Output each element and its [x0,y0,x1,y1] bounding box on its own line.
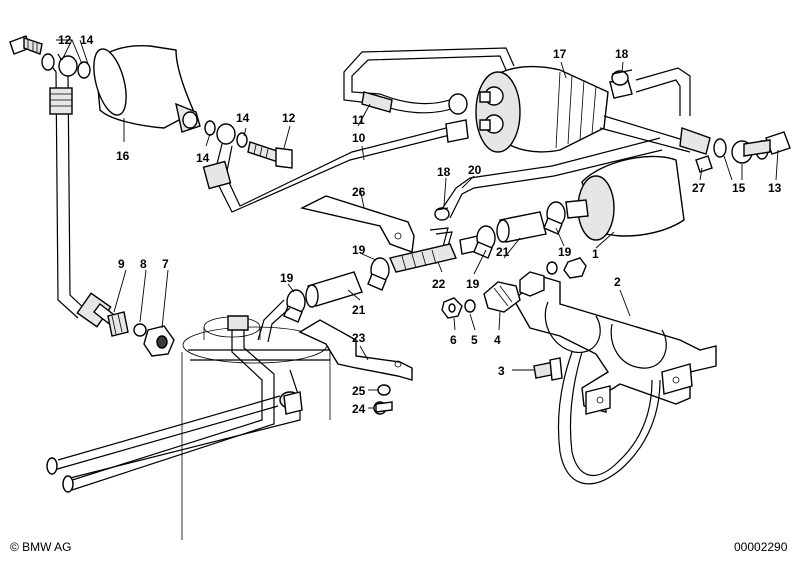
callout-15: 15 [732,181,746,195]
bracket-26 [299,195,415,253]
washer-25 [377,384,391,396]
fuel-line-10 [202,119,469,213]
washer-14-mid [204,120,216,136]
holder-bracket-2 [513,275,717,485]
banjo-bolt-12-mid [247,141,293,169]
nipple-9 [107,311,129,337]
banjo-bolt-13 [743,131,791,157]
washer-14-left-2 [77,61,91,79]
callout-19-left: 19 [280,271,294,285]
callout-24: 24 [352,402,366,416]
callout-18-mid: 18 [437,165,451,179]
callout-9: 9 [118,257,125,271]
callout-7: 7 [162,257,169,271]
fuel-filter-1 [565,155,685,241]
tank-feed-pipe [188,299,330,361]
callout-4: 4 [494,333,501,347]
callout-13: 13 [768,181,782,195]
diagram-number: 00002290 [734,540,788,554]
callout-25: 25 [352,384,366,398]
washer-14-left-1 [41,53,55,71]
copyright-text: © BMW AG [10,540,72,554]
left-fuel-pipe [45,53,119,328]
footer: © BMW AG 00002290 [10,540,788,554]
screw-3 [533,357,563,381]
banjo-union-left [58,55,78,77]
callout-17: 17 [553,47,567,61]
hose-21-left [305,271,363,308]
callout-18-top: 18 [615,47,629,61]
return-line-11 [343,47,515,115]
bracket-2-washer-nut [519,257,587,297]
rubber-mount-4 [483,281,521,313]
callout-21-left: 21 [352,303,366,317]
washer-5 [464,299,476,313]
callout-23: 23 [352,331,366,345]
banjo-union-mid [216,123,236,145]
fuel-pump-17 [475,65,609,153]
callout-11: 11 [352,113,365,127]
callout-19-lower: 19 [466,277,480,291]
callout-21-right: 21 [496,245,510,259]
fitting-27 [695,155,713,173]
washer-14-right [236,132,248,148]
callout-2: 2 [614,275,621,289]
callout-10: 10 [352,131,366,145]
tank-outlet-pipes [46,315,303,493]
callout-14-mid-left: 14 [196,151,210,165]
nut-6 [441,297,463,319]
screw-24 [373,401,393,415]
banjo-bolt-12-left [9,35,43,55]
callout-14-mid-right: 14 [236,111,250,125]
hose-clamp-19d [543,201,566,235]
callout-6: 6 [450,333,457,347]
sealing-ring-8 [133,323,147,337]
callouts: 12 14 16 14 14 12 11 10 17 18 26 18 20 2… [58,33,782,416]
callout-19-center: 19 [352,243,366,257]
pump-outlet-hose [599,67,711,155]
callout-12-left: 12 [58,33,72,47]
fuel-filter-16 [93,44,201,133]
callout-20: 20 [468,163,482,177]
hose-clamp-19b [367,257,390,291]
callout-3: 3 [498,364,505,378]
callout-8: 8 [140,257,147,271]
callout-22: 22 [432,277,446,291]
hose-clamp-18-top [611,69,633,86]
hose-clamp-18-mid [434,207,450,221]
callout-5: 5 [471,333,478,347]
hose-20 [439,137,663,219]
callout-12-mid: 12 [282,111,296,125]
callout-26: 26 [352,185,366,199]
callout-14-top-left: 14 [80,33,94,47]
cap-nut-7 [143,325,175,357]
hose-clamp-19a [283,289,306,323]
callout-19-right: 19 [558,245,572,259]
hose-21-right [496,211,547,243]
callout-16: 16 [116,149,130,163]
bracket-23 [298,319,413,381]
callout-1: 1 [592,247,599,261]
leader-lines [56,39,779,409]
callout-27: 27 [692,181,706,195]
